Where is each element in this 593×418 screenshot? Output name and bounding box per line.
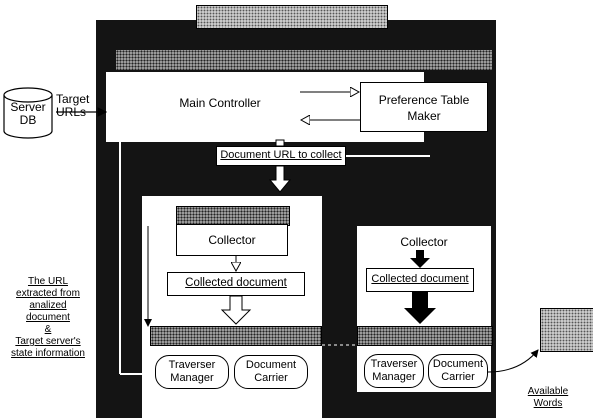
robot2-collector-to-doc [410, 250, 430, 268]
left-note-line: The URL [27, 276, 68, 287]
system-title-bar [196, 5, 388, 29]
robot1-collector-box [176, 224, 288, 256]
server-db-label: Server DB [10, 100, 46, 127]
controller-header [116, 50, 492, 70]
left-note-line: extracted from [16, 288, 80, 299]
robot2-header [377, 206, 467, 226]
robot1-traverser-manager: Traverser Manager [155, 355, 229, 389]
url-to-robot1-arrow [268, 165, 292, 193]
robot2-collected-box [366, 268, 474, 292]
available-words-label: Available Words [527, 386, 569, 409]
left-note-line: Target server's [15, 336, 81, 347]
robot2-collected-label: Collected document [371, 273, 469, 285]
robot2-traverser-manager: Traverser Manager [364, 354, 424, 388]
left-note-line: state information [11, 348, 85, 359]
robot2-doc-to-analyzer [404, 292, 436, 324]
robot1-document-carrier: Document Carrier [234, 355, 308, 389]
preference-table-maker-box [360, 82, 488, 132]
robot1-collected-label: Collected document [185, 277, 287, 289]
left-note-line: document [26, 312, 70, 323]
robot2-document-carrier: Document Carrier [428, 354, 488, 388]
left-note-line: & [44, 324, 52, 335]
preference-table-maker-label: Preference Table Maker [378, 93, 470, 123]
analyzer1-header [150, 326, 322, 346]
carrier-to-storage-arrow [487, 349, 539, 373]
analyzer2-header [357, 326, 493, 346]
robot1-header [176, 206, 290, 226]
robot1-collector-label: Collector [208, 233, 256, 247]
robot2-collector-label: Collector [400, 235, 448, 249]
word-storage-box [540, 308, 593, 352]
server-db-icon [3, 87, 53, 139]
main-controller-label: Main Controller [179, 96, 261, 110]
controller-down-arrow-shaft [275, 139, 285, 147]
left-note-line: analized [29, 300, 67, 311]
robot1-doc-to-analyzer [220, 295, 252, 325]
left-note: The URL extracted from analized document… [0, 276, 96, 360]
document-url-label: Document URL to collect [220, 149, 342, 161]
